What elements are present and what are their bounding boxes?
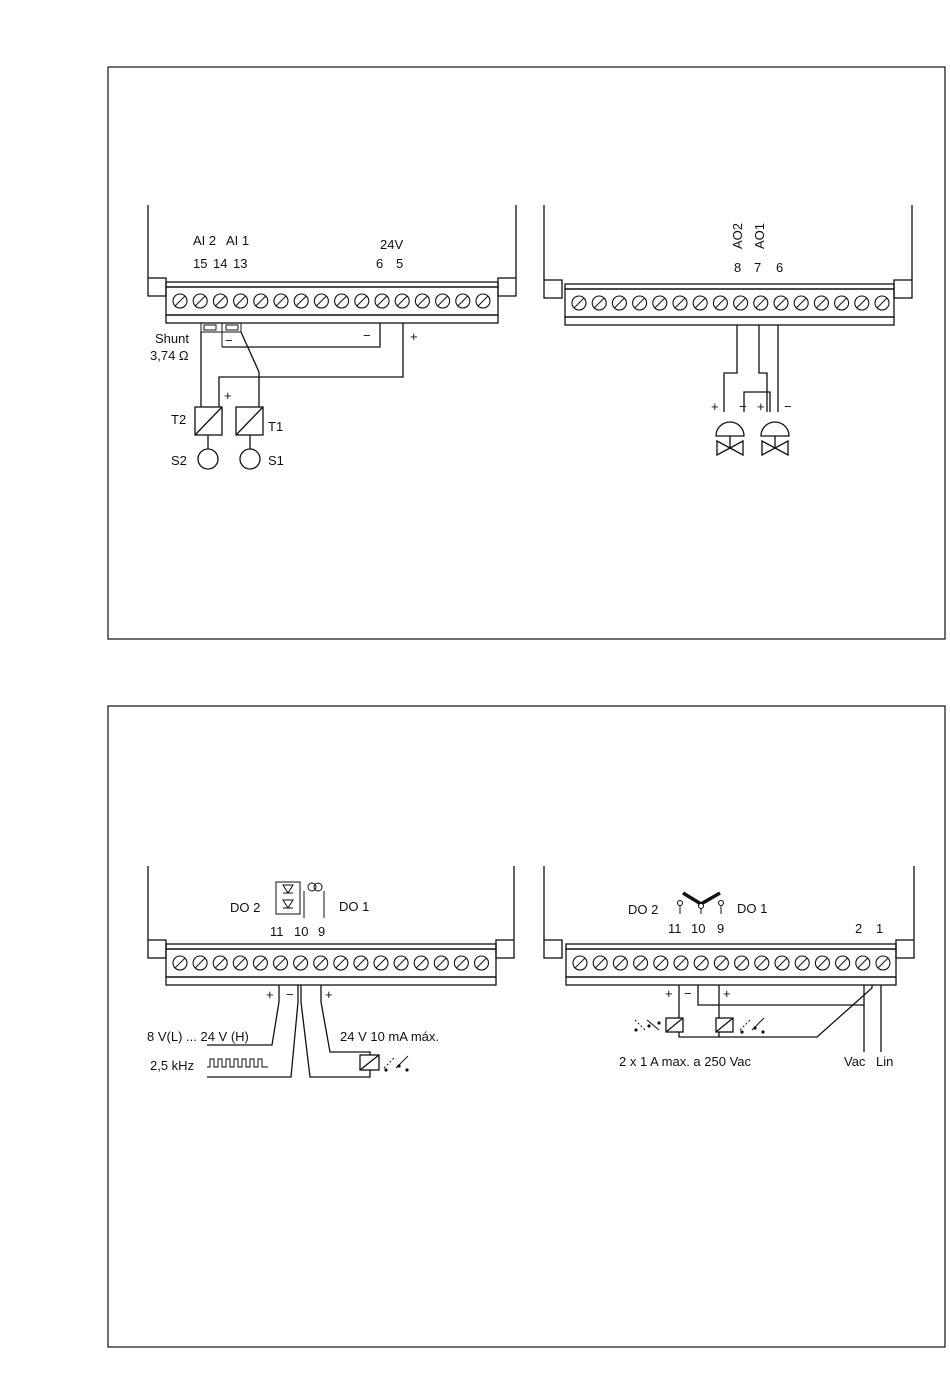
valve1-plus: + xyxy=(757,399,765,414)
terminal-10: 10 xyxy=(294,924,308,939)
panel-analog-frame xyxy=(108,67,945,639)
label-ai1: AI 1 xyxy=(226,233,249,248)
label-ao2: AO2 xyxy=(730,223,745,249)
terminal-block-screws xyxy=(173,956,489,970)
terminal-5: 5 xyxy=(396,256,403,271)
shunt-resistor-ai2 xyxy=(204,325,216,330)
panel-digital-frame xyxy=(108,706,945,1347)
minus-10: − xyxy=(684,986,692,1001)
terminal-8: 8 xyxy=(734,260,741,275)
minus-10: − xyxy=(286,987,294,1002)
label-s2: S2 xyxy=(171,453,187,468)
label-do2: DO 2 xyxy=(628,902,658,917)
sensor-s1 xyxy=(240,449,260,469)
valve2-minus: − xyxy=(739,399,747,414)
terminal-15: 15 xyxy=(193,256,207,271)
terminal-1: 1 xyxy=(876,921,883,936)
label-vac: Vac xyxy=(844,1054,866,1069)
label-t1: T1 xyxy=(268,419,283,434)
label-do2: DO 2 xyxy=(230,900,260,915)
label-ai2: AI 2 xyxy=(193,233,216,248)
minus-terminal-label: − xyxy=(225,333,233,348)
plus-24v-label: + xyxy=(410,329,418,344)
label-do1: DO 1 xyxy=(737,901,767,916)
module-analog-outputs: AO2 AO1 8 7 6 + − + − xyxy=(544,205,912,455)
shunt-value: 3,74 Ω xyxy=(150,348,189,363)
terminal-6: 6 xyxy=(776,260,783,275)
plus-9: + xyxy=(723,986,731,1001)
shunt-resistor-ai1 xyxy=(226,325,238,330)
label-do1: DO 1 xyxy=(339,899,369,914)
sensor-s2 xyxy=(198,449,218,469)
minus-24v-label: − xyxy=(363,328,371,343)
plus-11: + xyxy=(665,986,673,1001)
module-digital-outputs: DO 2 DO 1 11 10 9 + − + 8 V(L) ... 24 V … xyxy=(147,866,514,1077)
plus-9: + xyxy=(325,987,333,1002)
terminal-11: 11 xyxy=(668,921,682,936)
voltage-range: 8 V(L) ... 24 V (H) xyxy=(147,1029,249,1044)
terminal-13: 13 xyxy=(233,256,247,271)
valve-actuator-ao2 xyxy=(716,422,744,455)
module-relay-outputs: DO 2 DO 1 11 10 9 2 1 + − + xyxy=(544,866,914,1069)
label-24v: 24V xyxy=(380,237,403,252)
changeover-switch-symbol xyxy=(678,893,724,914)
module-analog-inputs: AI 2 AI 1 24V 15 14 13 6 5 − − + + Shunt… xyxy=(148,205,516,469)
terminal-10: 10 xyxy=(691,921,705,936)
relay-rating: 2 x 1 A max. a 250 Vac xyxy=(619,1054,752,1069)
relay-contact-symbol xyxy=(384,1056,409,1072)
terminal-11: 11 xyxy=(270,924,284,939)
terminal-block-screws xyxy=(573,956,890,970)
relay-contact-do1-symbol xyxy=(740,1018,765,1034)
valve1-minus: − xyxy=(784,399,792,414)
frequency-label: 2,5 kHz xyxy=(150,1058,194,1073)
terminal-9: 9 xyxy=(717,921,724,936)
plus-transmitter-label: + xyxy=(224,388,232,403)
terminal-block-screws xyxy=(572,296,889,310)
plus-11: + xyxy=(266,987,274,1002)
terminal-6: 6 xyxy=(376,256,383,271)
label-ao1: AO1 xyxy=(752,223,767,249)
label-lin: Lin xyxy=(876,1054,893,1069)
terminal-2: 2 xyxy=(855,921,862,936)
terminal-14: 14 xyxy=(213,256,227,271)
label-s1: S1 xyxy=(268,453,284,468)
supply-label: 24 V 10 mA máx. xyxy=(340,1029,439,1044)
terminal-9: 9 xyxy=(318,924,325,939)
terminal-block-screws xyxy=(173,294,490,308)
shunt-label: Shunt xyxy=(155,331,189,346)
valve-actuator-ao1 xyxy=(761,422,789,455)
terminal-7: 7 xyxy=(754,260,761,275)
pulse-waveform xyxy=(207,1059,268,1067)
valve2-plus: + xyxy=(711,399,719,414)
optocoupler-symbol xyxy=(276,882,324,918)
relay-contact-do2-symbol xyxy=(634,1020,660,1032)
label-t2: T2 xyxy=(171,412,186,427)
